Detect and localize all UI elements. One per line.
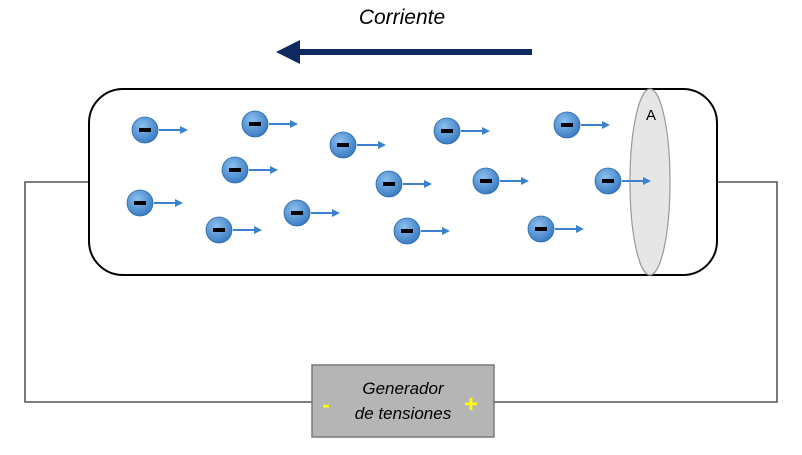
electron	[527, 215, 584, 243]
electron	[594, 167, 651, 195]
electron-arrow-head	[424, 180, 432, 188]
negative-terminal: -	[322, 392, 329, 417]
electron-charge-sign	[480, 179, 492, 183]
electron-charge-sign	[249, 122, 261, 126]
electron	[205, 216, 262, 244]
electron-charge-sign	[602, 179, 614, 183]
electron-group	[126, 110, 651, 245]
electron	[221, 156, 278, 184]
electron-charge-sign	[213, 228, 225, 232]
electron-charge-sign	[337, 143, 349, 147]
electron	[283, 199, 340, 227]
electron-arrow-head	[482, 127, 490, 135]
electron	[131, 116, 188, 144]
positive-terminal: +	[464, 391, 478, 418]
electron-charge-sign	[229, 168, 241, 172]
current-label: Corriente	[359, 6, 445, 29]
electron	[329, 131, 386, 159]
electron-arrow-head	[254, 226, 262, 234]
electron-arrow-head	[270, 166, 278, 174]
electron-charge-sign	[535, 227, 547, 231]
electron-arrow-head	[290, 120, 298, 128]
electron-arrow-head	[180, 126, 188, 134]
electron-arrow-head	[521, 177, 529, 185]
electron-arrow-head	[576, 225, 584, 233]
electron	[375, 170, 432, 198]
cross-section-label: A	[646, 107, 656, 124]
electron-arrow-head	[643, 177, 651, 185]
electron-charge-sign	[561, 123, 573, 127]
electron-charge-sign	[139, 128, 151, 132]
voltage-generator: Generador de tensiones - +	[311, 364, 495, 438]
electron-arrow-head	[442, 227, 450, 235]
generator-label-line1: Generador	[362, 379, 445, 398]
electron-charge-sign	[383, 182, 395, 186]
electron-charge-sign	[441, 129, 453, 133]
generator-label-line2: de tensiones	[355, 404, 452, 423]
electron	[553, 111, 610, 139]
electron-charge-sign	[134, 201, 146, 205]
circuit-wire	[24, 181, 778, 403]
electron-arrow-head	[175, 199, 183, 207]
generator-box	[311, 364, 495, 438]
electron-arrow-head	[602, 121, 610, 129]
electron	[472, 167, 529, 195]
electron	[126, 189, 183, 217]
electron-charge-sign	[401, 229, 413, 233]
electron	[241, 110, 298, 138]
electron-arrow-head	[378, 141, 386, 149]
current-arrow	[276, 40, 532, 64]
electron	[433, 117, 490, 145]
electron-charge-sign	[291, 211, 303, 215]
electron	[393, 217, 450, 245]
electron-arrow-head	[332, 209, 340, 217]
